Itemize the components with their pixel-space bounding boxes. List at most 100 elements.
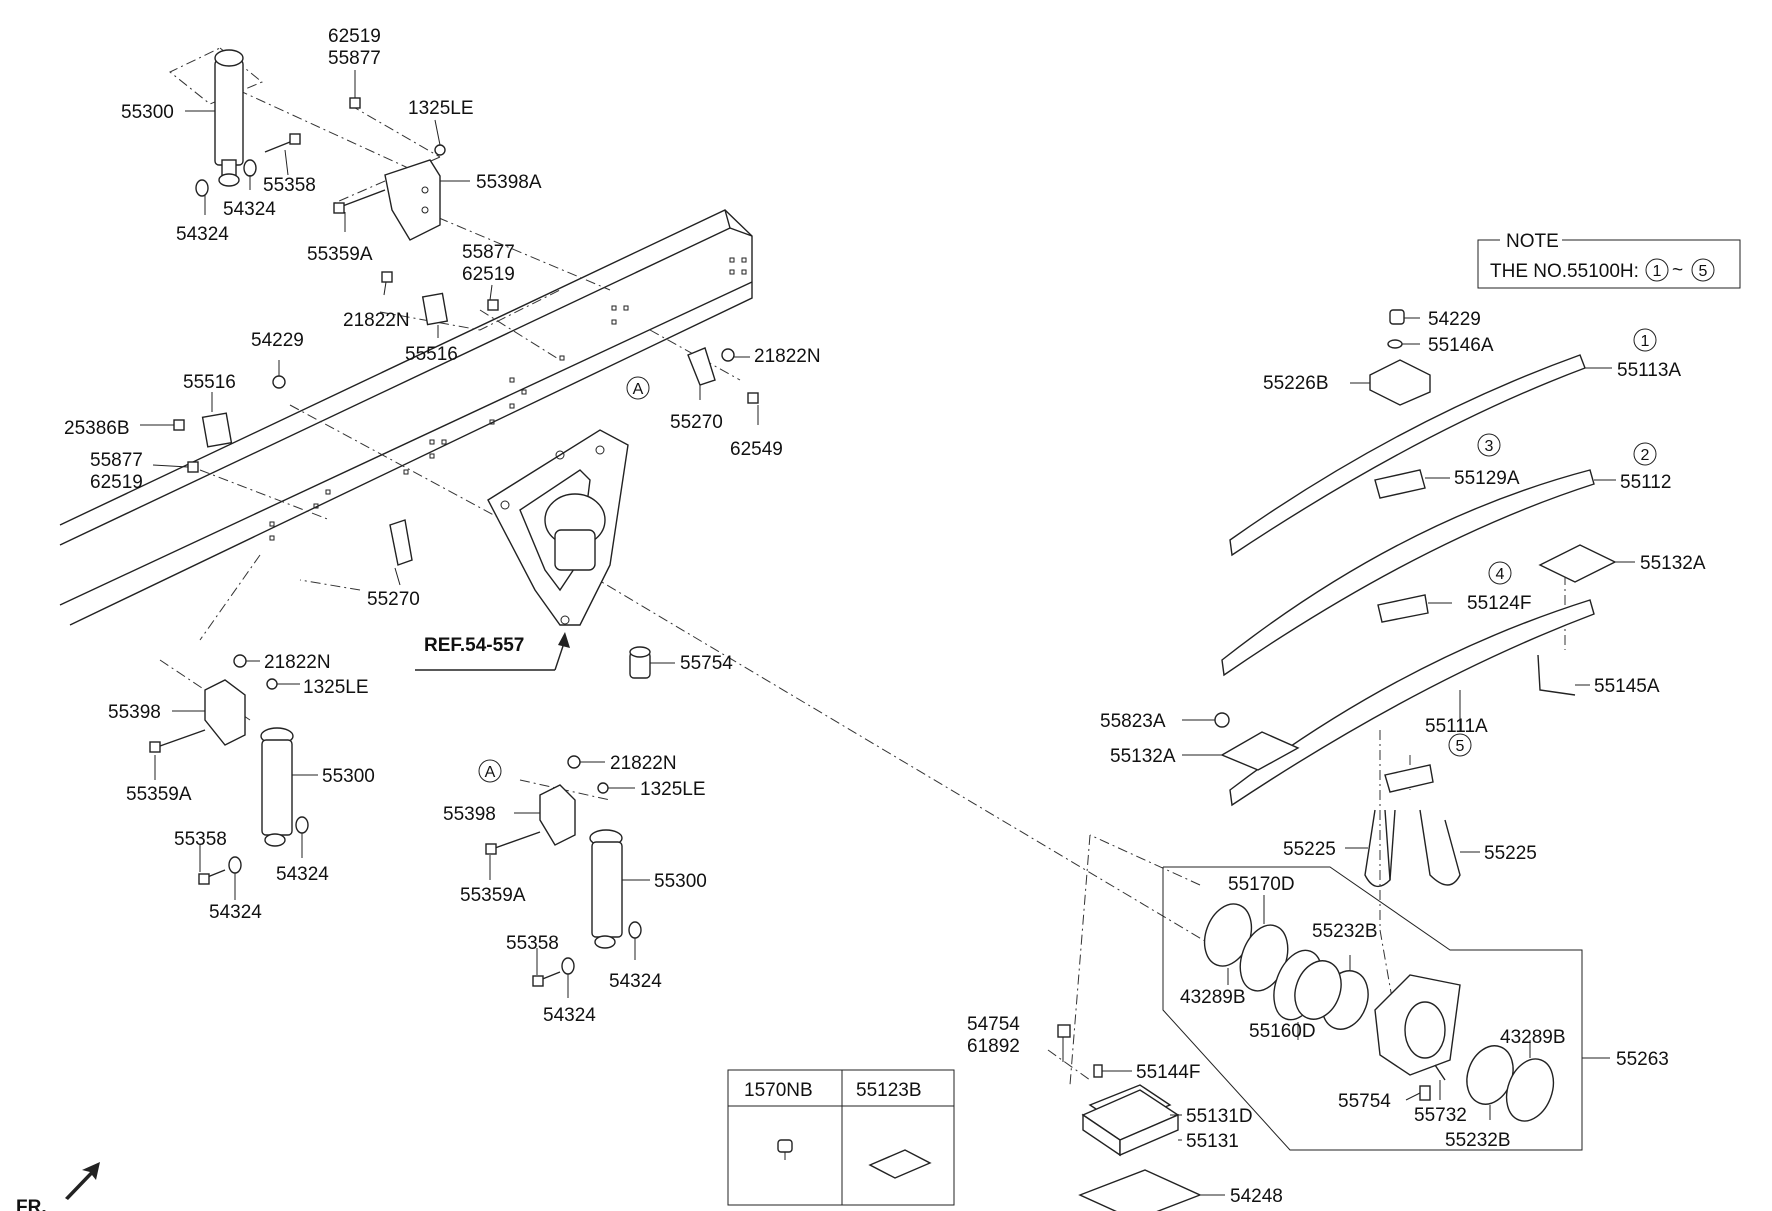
- callout-1: 1: [1641, 333, 1650, 350]
- clip-55270-left[interactable]: [389, 519, 413, 566]
- seal-43289b-right[interactable]: [1498, 1052, 1561, 1127]
- plate-54248[interactable]: [1078, 1169, 1202, 1211]
- label-54324-center-b: 54324: [543, 1005, 596, 1026]
- leaf-spring-55112[interactable]: [1221, 469, 1595, 677]
- bolt-21822n-upper[interactable]: [381, 271, 393, 283]
- washer-54324-left-a[interactable]: [295, 816, 309, 834]
- clip-1570nb-icon: [777, 1139, 793, 1160]
- frame-rail: [59, 209, 753, 626]
- bracket-55398-left[interactable]: [204, 679, 246, 746]
- nut-54229-seat[interactable]: [1389, 309, 1405, 325]
- label-55131d: 55131D: [1186, 1106, 1253, 1127]
- washer-54324-left-b[interactable]: [228, 856, 242, 874]
- bolt-55732[interactable]: [1434, 1064, 1446, 1081]
- label-21822n-right: 21822N: [754, 346, 821, 367]
- washer-55146a[interactable]: [1387, 339, 1403, 349]
- label-55358-center: 55358: [506, 933, 559, 954]
- leaf-spring-55113a[interactable]: [1229, 354, 1586, 557]
- bolt-62519-upper[interactable]: [487, 299, 499, 311]
- bolt-55358-center[interactable]: [532, 971, 561, 987]
- bolt-55877-lower[interactable]: [187, 461, 199, 473]
- plate-55516-upper[interactable]: [421, 292, 449, 326]
- bushing-55232b-left[interactable]: [1287, 954, 1376, 1035]
- label-55124f: 55124F: [1467, 593, 1531, 614]
- label-55113a: 55113A: [1617, 360, 1681, 381]
- callout-3: 3: [1485, 438, 1494, 455]
- parts-table: 1570NB 55123B: [727, 1069, 955, 1206]
- label-54324-center-a: 54324: [609, 971, 662, 992]
- label-55398a: 55398A: [476, 172, 542, 193]
- u-bolt-55225-left[interactable]: [1364, 809, 1396, 888]
- bracket-55398a[interactable]: [384, 159, 441, 241]
- nut-1325le-top[interactable]: [434, 144, 446, 156]
- label-54324-left-a: 54324: [276, 864, 329, 885]
- clip-55270-right[interactable]: [687, 347, 716, 386]
- bolt-55359a-center[interactable]: [485, 831, 541, 855]
- label-55516-lower: 55516: [183, 372, 236, 393]
- label-55877-mid: 55877: [462, 242, 515, 263]
- label-55225-left: 55225: [1283, 839, 1336, 860]
- label-21822n-upper: 21822N: [343, 310, 410, 331]
- shock-absorber-center[interactable]: [589, 829, 623, 949]
- bolt-62549[interactable]: [747, 392, 759, 404]
- bolt-25386b[interactable]: [173, 419, 185, 431]
- nut-21822n-right[interactable]: [721, 348, 735, 362]
- callout-4: 4: [1496, 566, 1505, 583]
- ref-arrow: [415, 632, 570, 671]
- table-col1-header: 1570NB: [744, 1080, 813, 1101]
- front-direction-indicator: FR.: [16, 1162, 100, 1211]
- pad-55123b-icon: [868, 1149, 932, 1179]
- label-21822n-center: 21822N: [610, 753, 677, 774]
- pin-55754-trunnion[interactable]: [1419, 1085, 1431, 1101]
- plate-55132a-upper[interactable]: [1538, 544, 1617, 583]
- nut-1325le-left[interactable]: [266, 678, 278, 690]
- label-43289b-left: 43289B: [1180, 987, 1246, 1008]
- seat-55226b[interactable]: [1369, 359, 1431, 406]
- label-1325le-top: 1325LE: [408, 98, 474, 119]
- bolt-55358-left[interactable]: [198, 869, 226, 885]
- plate-55132a-lower[interactable]: [1220, 731, 1300, 771]
- nut-1325le-center[interactable]: [597, 782, 609, 794]
- bolt-54754[interactable]: [1057, 1024, 1071, 1038]
- note-range-sep: ~: [1672, 260, 1683, 281]
- shock-absorber-left[interactable]: [260, 727, 294, 847]
- pad-55124f[interactable]: [1377, 594, 1429, 623]
- label-54754: 54754: [967, 1014, 1020, 1035]
- label-55358-top: 55358: [263, 175, 316, 196]
- washer-54324-a[interactable]: [195, 179, 209, 197]
- hook-55145a[interactable]: [1537, 654, 1576, 696]
- pin-55754-hanger[interactable]: [629, 646, 651, 679]
- nut-21822n-center[interactable]: [567, 755, 581, 769]
- trunnion-kit-outline: [1162, 866, 1583, 1151]
- nut-54229-frame[interactable]: [272, 375, 286, 389]
- bolt-55359a-top[interactable]: [333, 189, 386, 214]
- bolt-55358-top[interactable]: [264, 133, 301, 153]
- nut-55823a[interactable]: [1214, 712, 1230, 728]
- plate-55516-lower[interactable]: [201, 412, 233, 448]
- washer-54324-center-b[interactable]: [561, 957, 575, 975]
- bolt-55359a-left[interactable]: [149, 729, 206, 753]
- nut-21822n-left[interactable]: [233, 654, 247, 668]
- note-text: THE NO.55100H:: [1490, 261, 1639, 282]
- label-54324-top-b: 54324: [176, 224, 229, 245]
- spring-hanger-bracket[interactable]: [487, 429, 629, 626]
- trunnion-bracket[interactable]: [1374, 974, 1461, 1076]
- pad-55129a[interactable]: [1374, 469, 1426, 499]
- label-55132a-lower: 55132A: [1110, 746, 1176, 767]
- leaf-spring-55111a[interactable]: [1229, 599, 1595, 807]
- bracket-55398-center[interactable]: [539, 784, 576, 846]
- u-bolt-55225-right[interactable]: [1419, 809, 1461, 886]
- note-range-end: 5: [1699, 263, 1708, 280]
- bolt-55877-top[interactable]: [349, 97, 361, 109]
- pad-55129-bottom[interactable]: [1384, 764, 1434, 793]
- washer-54324-b[interactable]: [243, 159, 257, 177]
- label-55754-hanger: 55754: [680, 653, 733, 674]
- washer-54324-center-a[interactable]: [628, 921, 642, 939]
- shock-absorber-top[interactable]: [214, 49, 244, 187]
- pin-55144f[interactable]: [1093, 1064, 1103, 1078]
- saddle-55131[interactable]: [1081, 1089, 1180, 1157]
- label-1325le-center: 1325LE: [640, 779, 706, 800]
- note-range-start: 1: [1653, 263, 1662, 280]
- label-55270-right: 55270: [670, 412, 723, 433]
